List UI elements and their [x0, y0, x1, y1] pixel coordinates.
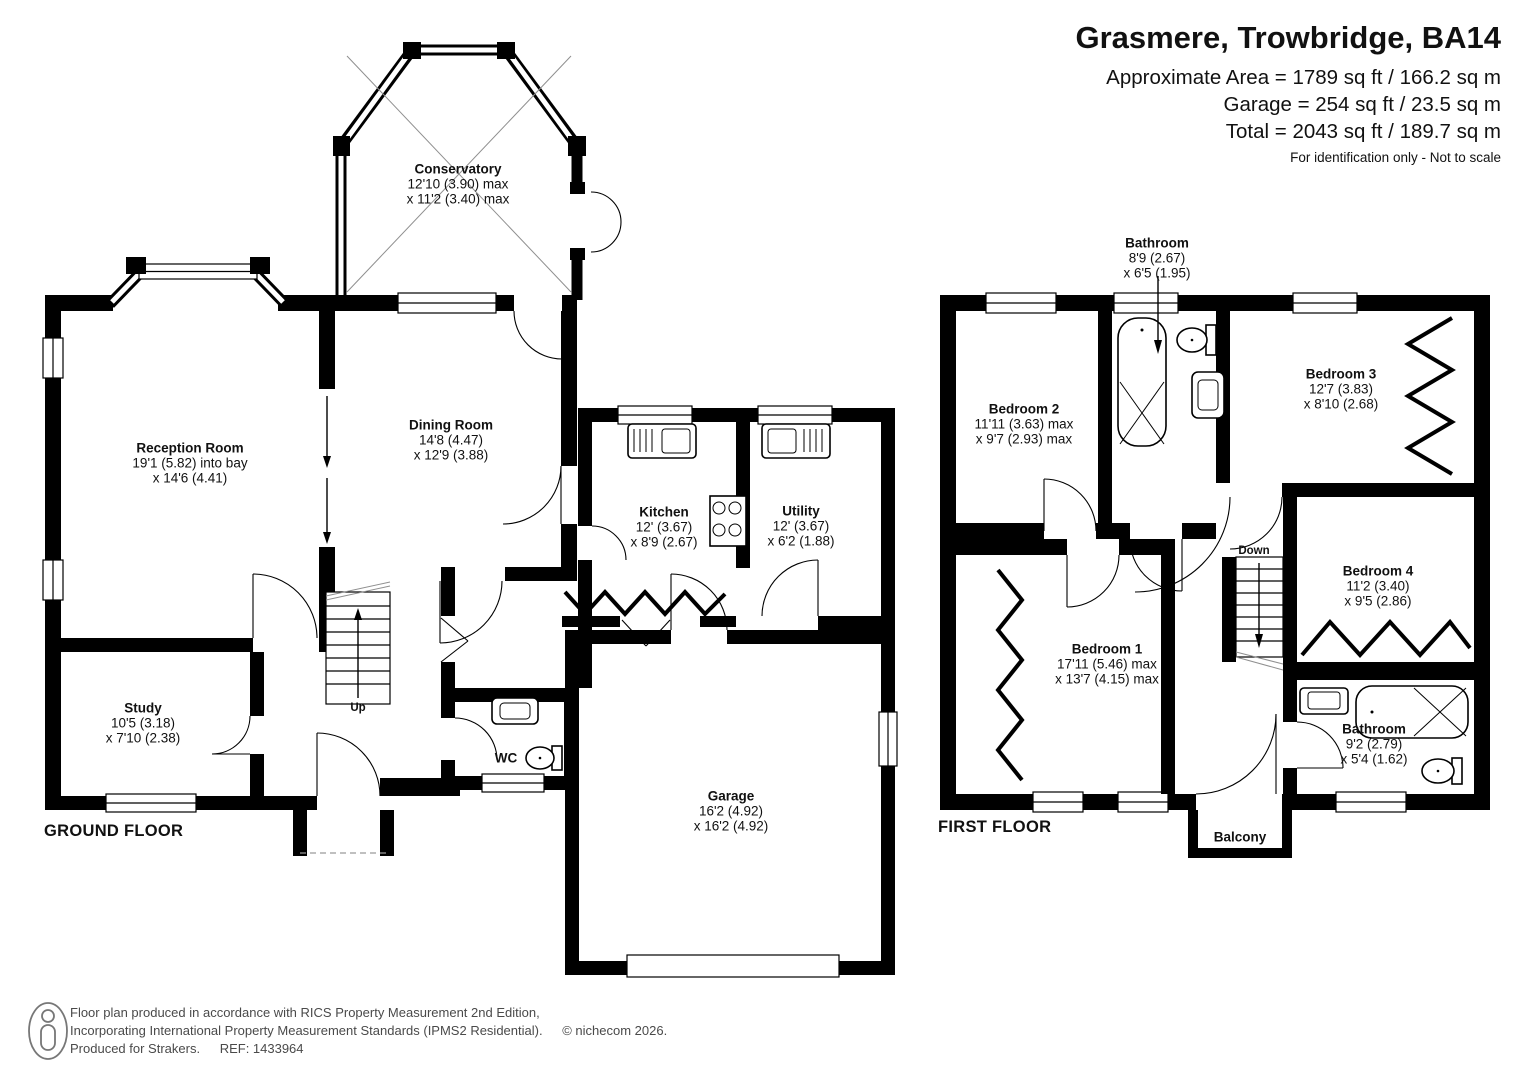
- room-label-study: Study 10'5 (3.18) x 7'10 (2.38): [105, 700, 181, 746]
- room-label-bathroom2: Bathroom 9'2 (2.79) x 5'4 (1.62): [1340, 721, 1408, 767]
- copyright: © nichecom 2026.: [562, 1023, 668, 1038]
- room-label-dining: Dining Room 14'8 (4.47) x 12'9 (3.88): [409, 417, 493, 463]
- stairs-up-label: Up: [350, 702, 366, 714]
- room-label-bedroom1: Bedroom 1 17'11 (5.46) max x 13'7 (4.15)…: [1055, 641, 1159, 687]
- room-label-reception: Reception Room 19'1 (5.82) into bay x 14…: [132, 440, 248, 486]
- room-label-conservatory: Conservatory 12'10 (3.90) max x 11'2 (3.…: [406, 161, 510, 207]
- footer-line1: Floor plan produced in accordance with R…: [70, 1005, 540, 1020]
- first-floor-label: FIRST FLOOR: [938, 818, 1052, 836]
- room-label-bathroom-first: Bathroom 8'9 (2.67) x 6'5 (1.95): [1123, 235, 1191, 281]
- room-label-kitchen: Kitchen 12' (3.67) x 8'9 (2.67): [630, 504, 698, 550]
- room-label-utility: Utility 12' (3.67) x 6'2 (1.88): [767, 503, 835, 549]
- room-label-wc: WC: [494, 750, 518, 766]
- total-area: Total = 2043 sq ft / 189.7 sq m: [1225, 120, 1501, 143]
- room-label-bedroom4: Bedroom 4 11'2 (3.40) x 9'5 (2.86): [1342, 563, 1414, 609]
- approximate-area: Approximate Area = 1789 sq ft / 166.2 sq…: [1106, 66, 1501, 89]
- footer-line2: Incorporating International Property Mea…: [70, 1023, 543, 1038]
- page-title: Grasmere, Trowbridge, BA14: [1075, 20, 1501, 55]
- room-label-bedroom2: Bedroom 2 11'11 (3.63) max x 9'7 (2.93) …: [974, 401, 1074, 447]
- room-label-bedroom3: Bedroom 3 12'7 (3.83) x 8'10 (2.68): [1303, 366, 1379, 412]
- footer: Floor plan produced in accordance with R…: [70, 1004, 667, 1058]
- room-label-garage: Garage 16'2 (4.92) x 16'2 (4.92): [693, 788, 769, 834]
- stairs-down-label: Down: [1238, 545, 1270, 557]
- garage-area: Garage = 254 sq ft / 23.5 sq m: [1223, 93, 1501, 116]
- first-floor-plan: [940, 276, 1490, 858]
- room-label-balcony: Balcony: [1213, 829, 1267, 845]
- header: Grasmere, Trowbridge, BA14 Approximate A…: [1075, 20, 1501, 165]
- ground-floor-label: GROUND FLOOR: [44, 822, 184, 840]
- disclaimer-note: For identification only - Not to scale: [1290, 150, 1501, 165]
- person-icon: [28, 1002, 68, 1060]
- ground-floor-plan: [42, 42, 898, 978]
- footer-line3: Produced for Strakers.: [70, 1041, 201, 1056]
- footer-ref: REF: 1433964: [219, 1041, 304, 1056]
